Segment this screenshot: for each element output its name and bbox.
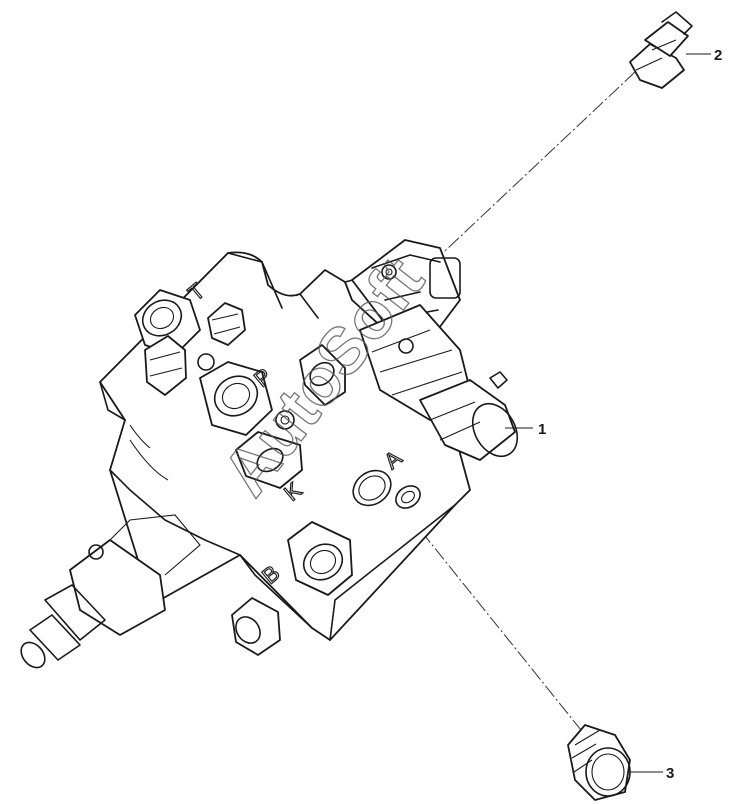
small-screw-center-inner xyxy=(280,415,290,425)
upper-solenoid-cap xyxy=(429,257,461,299)
valve-block-assembly: P T A B K xyxy=(20,239,519,669)
block-top-face xyxy=(227,252,373,319)
hex-plug-upper xyxy=(207,302,246,346)
port-fitting-center xyxy=(199,361,273,436)
port-fitting-upper-left xyxy=(134,289,201,356)
callout-label-3: 3 xyxy=(666,765,674,782)
solenoid-coil-part-1 xyxy=(419,371,519,461)
callout-label-1: 1 xyxy=(538,421,546,438)
block-left-edge xyxy=(99,381,241,556)
middle-stack-lines xyxy=(371,329,463,396)
small-plug-a xyxy=(395,485,421,509)
upper-solenoid-screw-inner xyxy=(385,268,393,276)
angled-fitting-lower xyxy=(235,431,303,489)
callout-1: 1 xyxy=(505,421,546,438)
straight-fitting-right xyxy=(299,344,346,406)
plug-part-3 xyxy=(567,724,631,801)
bottom-fitting xyxy=(231,597,281,656)
callout-3: 3 xyxy=(630,765,674,782)
small-screw-left xyxy=(197,353,215,371)
small-screw-center xyxy=(275,410,295,430)
upper-solenoid-screw xyxy=(381,264,397,280)
hex-plug-left xyxy=(144,335,187,396)
port-fitting-b xyxy=(287,521,353,596)
fitting-part-2 xyxy=(629,11,693,89)
cartridge-valve-lower-left xyxy=(20,514,201,669)
callout-label-2: 2 xyxy=(714,47,722,64)
oring-port-a xyxy=(352,469,392,507)
block-bottom-edge xyxy=(239,504,456,641)
block-inner-ridge xyxy=(129,424,169,481)
centerline-part-2 xyxy=(429,71,636,266)
callout-2: 2 xyxy=(686,47,722,64)
